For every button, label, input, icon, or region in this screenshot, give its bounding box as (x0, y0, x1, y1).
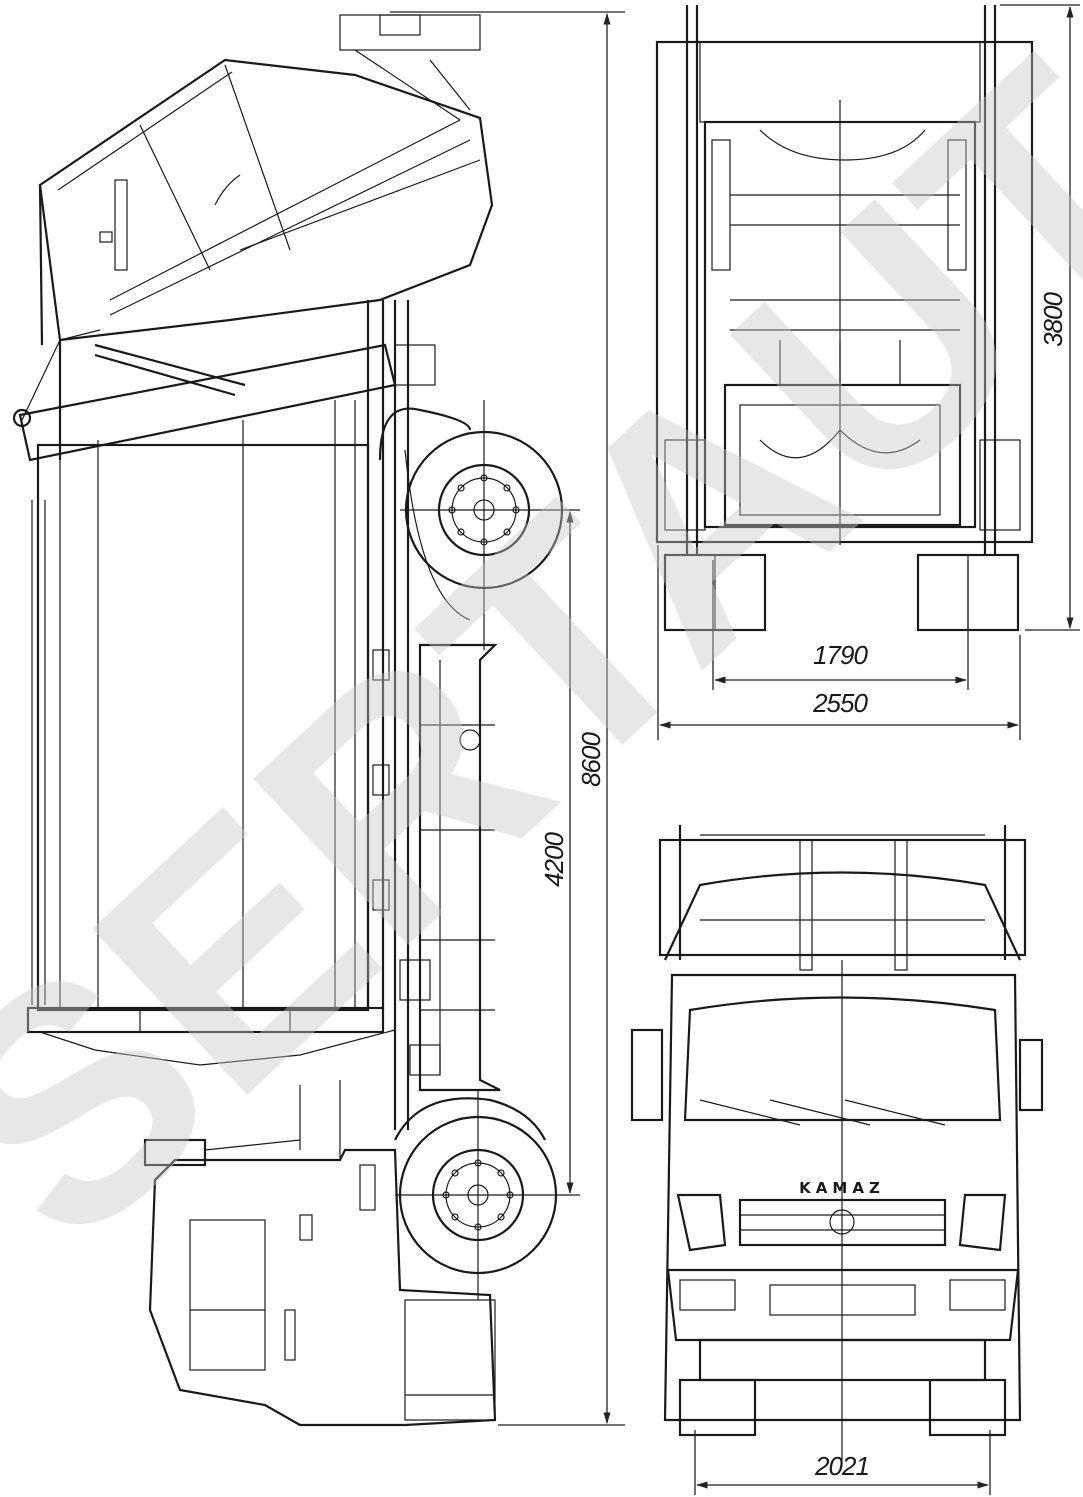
dimension-total-width: 2550 (657, 545, 1021, 740)
front-track-label: 2021 (814, 1451, 869, 1481)
lifted-hopper (38, 14, 494, 460)
lifting-arms (12, 329, 397, 462)
side-view: 8600 4200 (12, 11, 625, 1427)
chassis-frame (393, 300, 501, 1130)
front-view: KAMAZ 2021 (630, 825, 1044, 1495)
front-wheel (394, 1090, 580, 1300)
garbage-body (26, 300, 396, 1066)
wheelbase-label: 4200 (539, 832, 569, 887)
dimension-wheelbase: 4200 (539, 510, 574, 1195)
dimension-total-length: 8600 (390, 11, 625, 1426)
total-width-label: 2550 (812, 688, 868, 718)
total-length-label: 8600 (576, 732, 606, 787)
cab-brand-label: KAMAZ (799, 1179, 885, 1197)
dimension-rear-track: 1790 (712, 560, 969, 690)
dimension-total-height: 3800 (1000, 4, 1080, 631)
dimension-front-track: 2021 (694, 1430, 991, 1495)
cab-side (143, 1080, 497, 1427)
total-height-label: 3800 (1038, 292, 1068, 347)
watermark: SERTAUTO.RU (0, 0, 1083, 1311)
rear-track-label: 1790 (813, 640, 868, 670)
rear-view: 3800 1790 2550 (655, 4, 1080, 740)
rear-wheel (378, 400, 580, 650)
